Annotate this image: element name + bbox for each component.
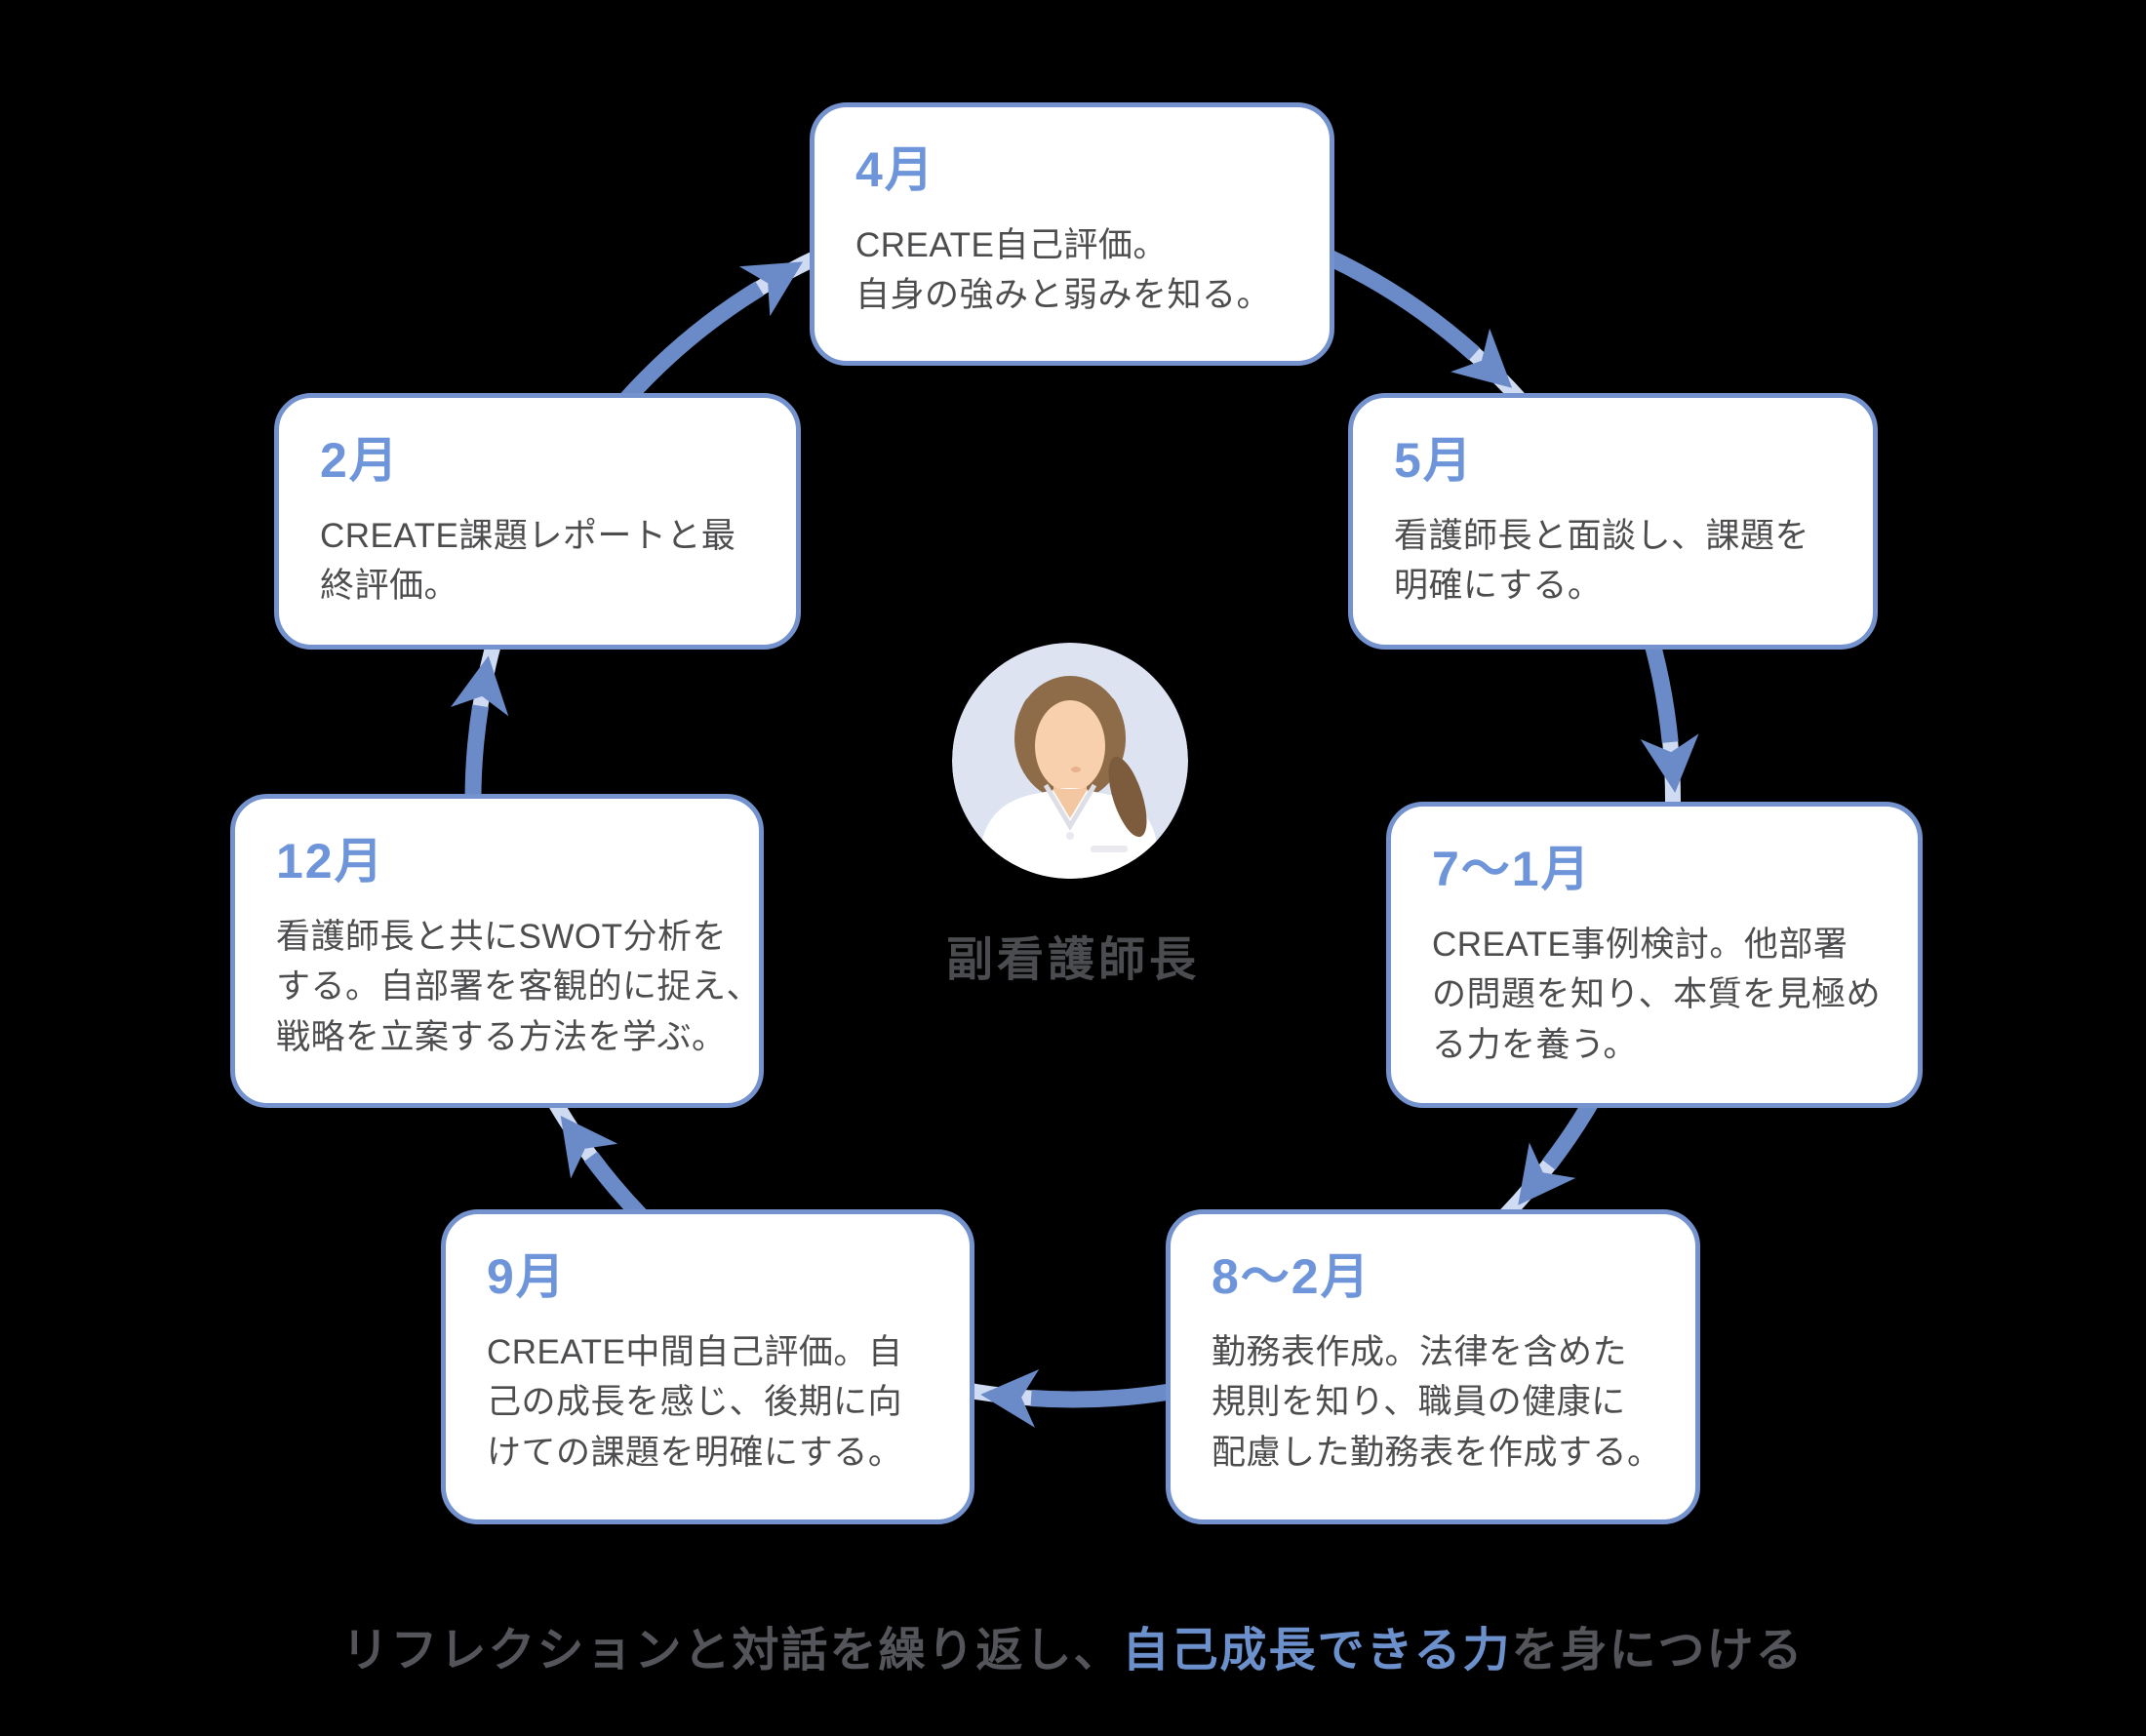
month-label: 5月 bbox=[1394, 433, 1474, 488]
avatar-bangs-right bbox=[1070, 685, 1123, 752]
step-description: CREATE中間自己評価。自 己の成長を感じ、後期に向 けての課題を明確にする。 bbox=[487, 1332, 903, 1473]
caption: リフレクションと対話を繰り返し、自己成長できる力を身につける bbox=[0, 1611, 2146, 1679]
step-card-april: 4月 CREATE自己評価。 自身の強みと弱みを知る。 bbox=[810, 102, 1334, 366]
avatar-mouth-shadow bbox=[1071, 767, 1081, 772]
step-description: 看護師長と面談し、課題を 明確にする。 bbox=[1394, 516, 1810, 606]
month-label: 7〜1月 bbox=[1432, 842, 1592, 896]
avatar-face bbox=[1035, 700, 1105, 792]
avatar-bangs-left bbox=[1017, 685, 1070, 752]
avatar-ponytail bbox=[1108, 756, 1147, 838]
step-description: CREATE課題レポートと最 終評価。 bbox=[320, 516, 736, 606]
step-card-september: 9月 CREATE中間自己評価。自 己の成長を感じ、後期に向 けての課題を明確に… bbox=[441, 1209, 974, 1524]
month-label: 2月 bbox=[320, 433, 400, 488]
month-label: 12月 bbox=[276, 834, 385, 888]
step-card-december: 12月 看護師長と共にSWOT分析を する。自部署を客観的に捉え、 戦略を立案す… bbox=[230, 794, 764, 1108]
month-label: 4月 bbox=[855, 142, 935, 197]
avatar-button bbox=[1066, 832, 1074, 840]
avatar-chest bbox=[1053, 789, 1088, 818]
avatar-collar bbox=[1043, 783, 1097, 831]
month-label: 9月 bbox=[487, 1249, 567, 1304]
step-description: CREATE自己評価。 自身の強みと弱みを知る。 bbox=[855, 225, 1272, 315]
step-card-august-february: 8〜2月 勤務表作成。法律を含めた 規則を知り、職員の健康に 配慮した勤務表を作… bbox=[1166, 1209, 1700, 1524]
nurse-avatar bbox=[952, 643, 1188, 879]
step-description: CREATE事例検討。他部署 の問題を知り、本質を見極め る力を養う。 bbox=[1432, 925, 1882, 1065]
step-card-may: 5月 看護師長と面談し、課題を 明確にする。 bbox=[1348, 393, 1878, 650]
step-description: 勤務表作成。法律を含めた 規則を知り、職員の健康に 配慮した勤務表を作成する。 bbox=[1212, 1332, 1662, 1473]
step-card-february: 2月 CREATE課題レポートと最 終評価。 bbox=[274, 393, 801, 650]
center-role-label: 副看護師長 bbox=[945, 934, 1200, 986]
caption-suffix: を身につける bbox=[1511, 1625, 1805, 1677]
caption-highlight: 自己成長できる力 bbox=[1122, 1625, 1512, 1677]
month-label: 8〜2月 bbox=[1212, 1249, 1371, 1304]
step-card-july-january: 7〜1月 CREATE事例検討。他部署 の問題を知り、本質を見極め る力を養う。 bbox=[1386, 802, 1923, 1108]
avatar-pocket bbox=[1091, 846, 1128, 852]
step-description: 看護師長と共にSWOT分析を する。自部署を客観的に捉え、 戦略を立案する方法を… bbox=[276, 917, 762, 1057]
caption-prefix: リフレクションと対話を繰り返し、 bbox=[341, 1625, 1123, 1677]
